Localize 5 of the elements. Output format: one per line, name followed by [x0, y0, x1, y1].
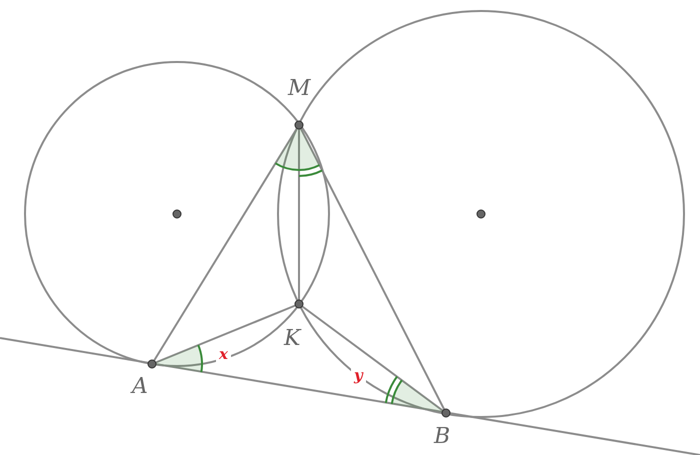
point-label: B [434, 426, 450, 448]
point-label: M [288, 78, 311, 100]
angle-label: y [351, 368, 366, 383]
point-label: K [284, 328, 300, 350]
point-label: A [132, 376, 148, 398]
